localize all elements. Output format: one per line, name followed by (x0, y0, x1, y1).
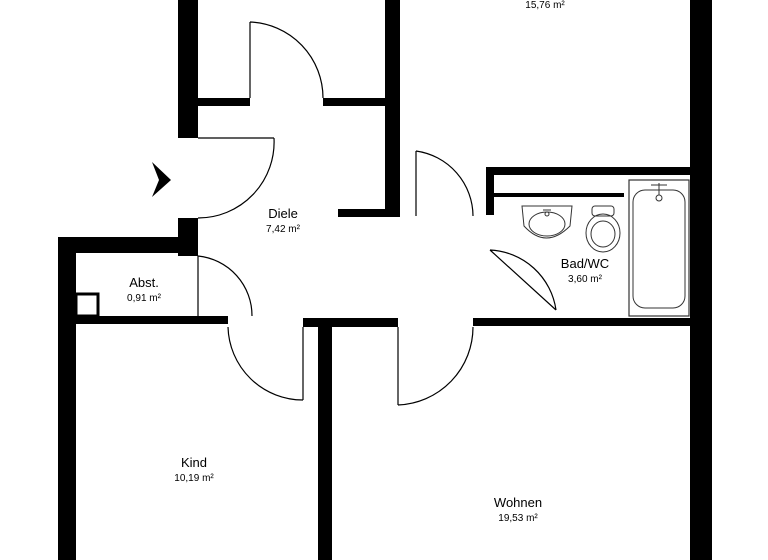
toilet-icon (585, 205, 621, 253)
wall (198, 98, 250, 106)
door-entrance (197, 137, 275, 219)
room-labels: 15,76 m² Diele 7,42 m² Abst. 0,91 m² Bad… (127, 0, 609, 524)
door-upper-room (249, 21, 324, 99)
wall (58, 237, 76, 560)
room-area-wohnen: 19,53 m² (498, 513, 538, 524)
door-abst (197, 255, 253, 317)
wall (473, 318, 481, 326)
bathtub-icon (628, 179, 690, 317)
wall (58, 237, 198, 253)
wall (690, 0, 712, 560)
entrance-arrow-icon (152, 162, 171, 197)
wall (303, 318, 398, 327)
wall (338, 209, 400, 217)
room-area-diele: 7,42 m² (266, 224, 301, 235)
room-name-abst: Abst. (129, 275, 159, 290)
room-area-abst: 0,91 m² (127, 293, 162, 304)
bath-fixtures (521, 179, 690, 317)
door-kind (227, 326, 304, 401)
room-name-wohnen: Wohnen (494, 495, 542, 510)
abst-shelf (74, 292, 100, 318)
wall (486, 167, 494, 215)
wall (58, 316, 228, 324)
room-name-bad: Bad/WC (561, 256, 609, 271)
door-bath-inner (489, 249, 557, 311)
wall (323, 98, 385, 106)
wall (385, 0, 400, 216)
wall (178, 0, 198, 138)
sink-icon (521, 205, 573, 239)
door-bathroom (415, 150, 474, 217)
room-name-kind: Kind (181, 455, 207, 470)
doors (197, 21, 557, 406)
wall (488, 167, 690, 175)
room-name-diele: Diele (268, 206, 298, 221)
walls (58, 0, 712, 560)
wall (318, 318, 332, 560)
wall (473, 318, 690, 326)
door-wohnen (397, 326, 474, 406)
room-area-bad: 3,60 m² (568, 274, 603, 285)
wall (494, 193, 624, 197)
room-area-kind: 10,19 m² (174, 473, 214, 484)
area-top-right: 15,76 m² (525, 0, 565, 11)
